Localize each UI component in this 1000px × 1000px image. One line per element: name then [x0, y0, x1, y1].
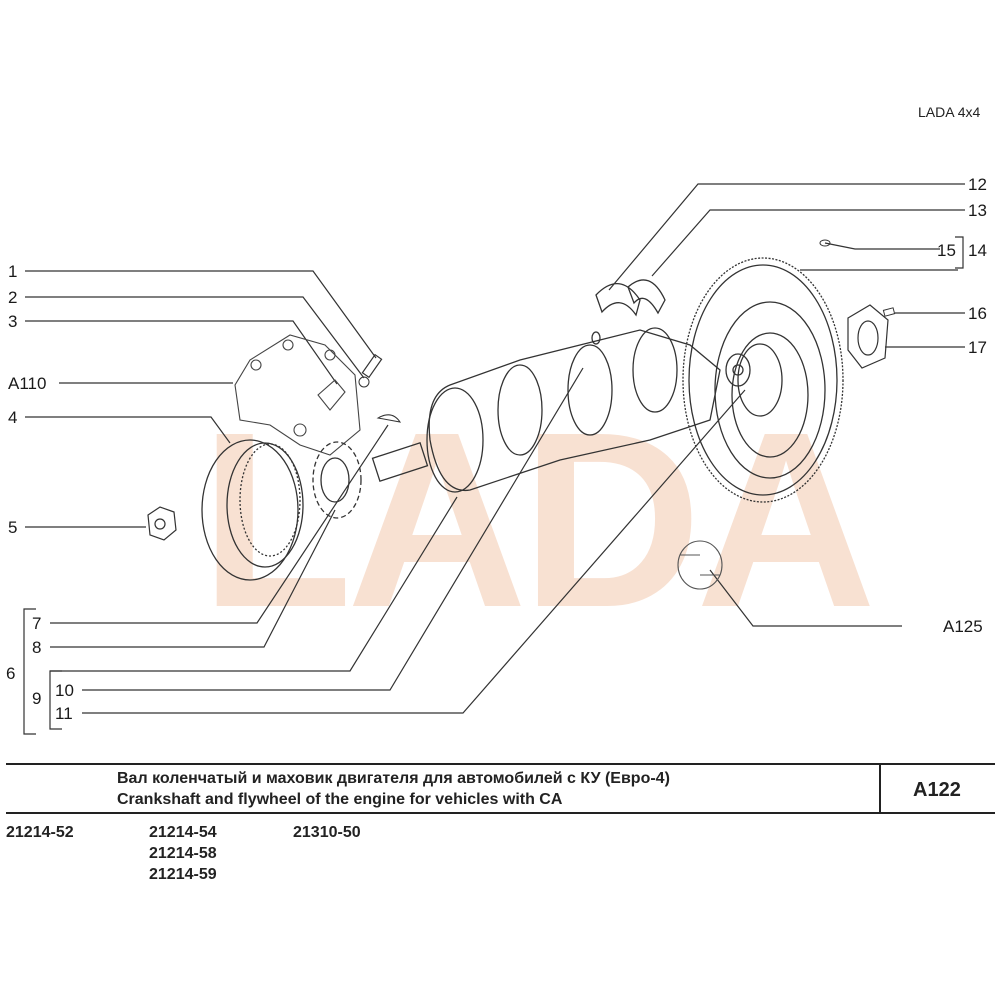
callout-8: 8: [32, 638, 42, 657]
callout-16: 16: [968, 304, 987, 323]
bolt-part: [361, 353, 383, 379]
header-divider: [879, 764, 881, 814]
bearing-shells-part: [677, 540, 723, 590]
model-code: 21214-52: [6, 824, 74, 841]
callout-13: 13: [968, 201, 987, 220]
diagram-code: A122: [913, 779, 961, 801]
model-code: 21214-54: [149, 824, 217, 841]
leader-2: [25, 296, 365, 379]
callout-5: 5: [8, 518, 18, 537]
header-top-rule: [6, 763, 995, 765]
washer-plate-part: [847, 304, 889, 369]
leader-15: [824, 242, 940, 250]
callout-6: 6: [6, 664, 16, 683]
leader-12: [608, 183, 965, 291]
sprocket-part: [312, 441, 362, 519]
leader-9: [50, 496, 458, 672]
exploded-parts-diagram: [23, 183, 965, 735]
leader-10: [82, 367, 584, 691]
title-en: Crankshaft and flywheel of the engine fo…: [117, 791, 563, 808]
leader-11: [82, 389, 746, 714]
title-ru: Вал коленчатый и маховик двигателя для а…: [117, 770, 670, 787]
callout-2: 2: [8, 288, 18, 307]
callout-11: 11: [55, 704, 73, 723]
callout-10: 10: [55, 681, 74, 700]
damper-pulley-part: [201, 439, 304, 581]
brand-label: LADA 4x4: [918, 104, 981, 120]
callout-15: 15: [937, 241, 956, 260]
flywheel-part: [682, 257, 844, 503]
leader-7: [50, 424, 389, 624]
bracket-9: [49, 670, 62, 730]
callout-12: 12: [968, 175, 987, 194]
leader-3: [25, 320, 338, 385]
callout-9: 9: [32, 689, 42, 708]
callout-14: 14: [968, 241, 987, 260]
leader-14: [800, 236, 964, 271]
model-code: 21214-58: [149, 845, 217, 862]
callout-4: 4: [8, 408, 18, 427]
callout-3: 3: [8, 312, 18, 331]
callout-a110[interactable]: A110: [8, 374, 47, 393]
dowel-pin-part: [819, 239, 831, 247]
leader-a125: [709, 569, 902, 627]
leader-4: [25, 416, 231, 444]
leader-13: [651, 209, 965, 277]
header-bottom-rule: [6, 812, 995, 814]
leader-1: [25, 270, 377, 359]
callout-1: 1: [8, 262, 18, 281]
model-code: 21214-59: [149, 866, 217, 883]
model-code: 21310-50: [293, 824, 361, 841]
callout-17: 17: [968, 338, 987, 357]
callout-7: 7: [32, 614, 42, 633]
bracket-6: [23, 608, 36, 735]
crankshaft-part: [371, 327, 751, 493]
callout-a125[interactable]: A125: [943, 617, 983, 636]
washer-part: [358, 376, 370, 388]
nut-part: [147, 506, 177, 541]
leader-8: [50, 509, 336, 648]
flywheel-bolt-part: [882, 307, 896, 317]
thrust-washers-part: [595, 279, 666, 317]
key-part: [376, 414, 402, 423]
timing-cover-part: [234, 334, 361, 456]
